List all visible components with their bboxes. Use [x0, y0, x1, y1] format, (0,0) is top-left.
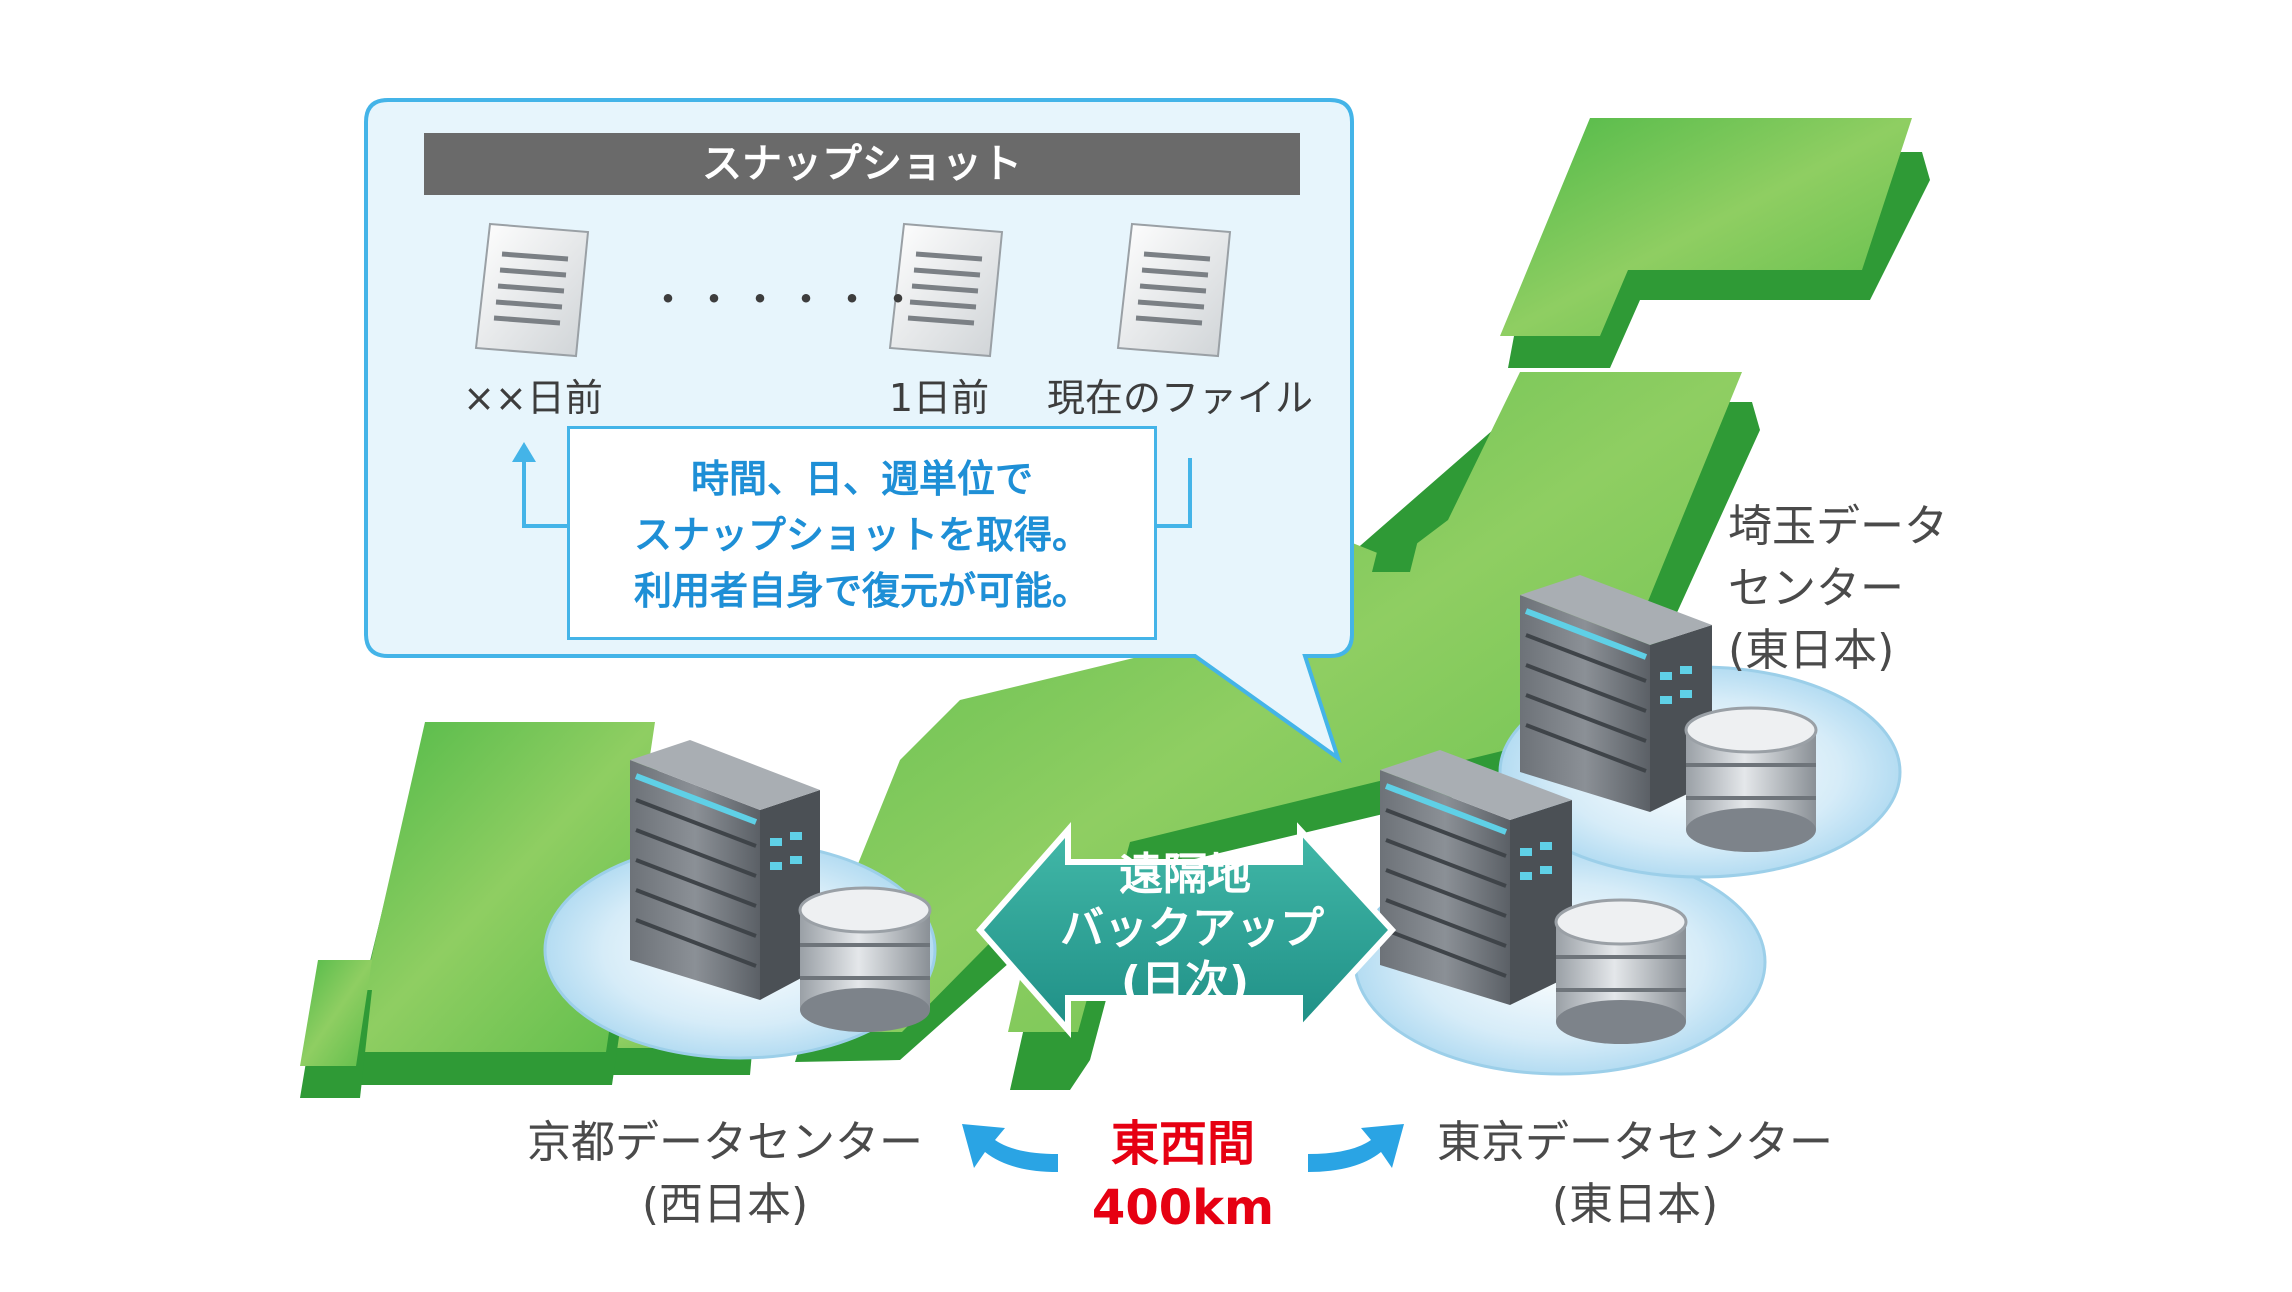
- saitama-line: センター: [1728, 563, 1904, 614]
- snapshot-arrow-head: [512, 442, 536, 462]
- snapshot-bracket: [522, 458, 1192, 528]
- note-line: 時間、日、週単位で: [690, 457, 1033, 501]
- building-tokyo: [1380, 750, 1572, 1005]
- backup-line: バックアップ: [1060, 903, 1324, 954]
- database-saitama-icon: [1684, 706, 1818, 852]
- document-icon: [1116, 222, 1232, 358]
- document-icon: [888, 222, 1004, 358]
- snapshot-note: 時間、日、週単位で スナップショットを取得。 利用者自身で復元が可能。: [567, 426, 1157, 640]
- backup-line: 遠隔地: [1119, 849, 1251, 900]
- tokyo-line: 東京データセンター: [1437, 1117, 1833, 1168]
- backup-label: 遠隔地 バックアップ (日次): [1060, 848, 1324, 1010]
- dots-ellipsis: ・・・・・・: [648, 277, 924, 323]
- arrow-left-icon: [962, 1124, 1058, 1172]
- saitama-line: (東日本): [1728, 625, 1895, 676]
- database-kyoto-icon: [798, 886, 932, 1032]
- note-line: スナップショットを取得。: [633, 513, 1090, 557]
- building-kyoto: [630, 740, 820, 1000]
- kyoto-dc-label: 京都データセンター (西日本): [490, 1112, 960, 1236]
- hokkaido-top: [1500, 118, 1912, 336]
- tokyo-dc-label: 東京データセンター (東日本): [1400, 1112, 1870, 1236]
- backup-double-arrow: [976, 822, 1397, 1038]
- arrow-right-icon: [1308, 1124, 1404, 1172]
- saitama-line: 埼玉データ: [1728, 501, 1948, 552]
- saitama-dc-label: 埼玉データ センター (東日本): [1728, 496, 1988, 682]
- distance-label: 東西間 400km: [1070, 1112, 1296, 1240]
- file-label-one-day: 1日前: [888, 376, 990, 420]
- note-line: 利用者自身で復元が可能。: [633, 569, 1090, 613]
- distance-line-1: 東西間: [1110, 1116, 1255, 1172]
- file-label-current: 現在のファイル: [1046, 376, 1313, 420]
- island-dot-top: [300, 960, 372, 1066]
- kyoto-line: 京都データセンター: [527, 1117, 923, 1168]
- snapshot-title: スナップショット: [424, 133, 1300, 195]
- database-tokyo-icon: [1554, 898, 1688, 1044]
- file-label-days-ago: ××日前: [463, 376, 603, 420]
- backup-line: (日次): [1120, 957, 1250, 1008]
- kyoto-line: (西日本): [641, 1179, 809, 1230]
- building-saitama: [1520, 575, 1712, 812]
- island-small: [1372, 540, 1418, 572]
- document-icon: [474, 222, 590, 358]
- distance-line-2: 400km: [1091, 1180, 1275, 1236]
- tokyo-line: (東日本): [1551, 1179, 1719, 1230]
